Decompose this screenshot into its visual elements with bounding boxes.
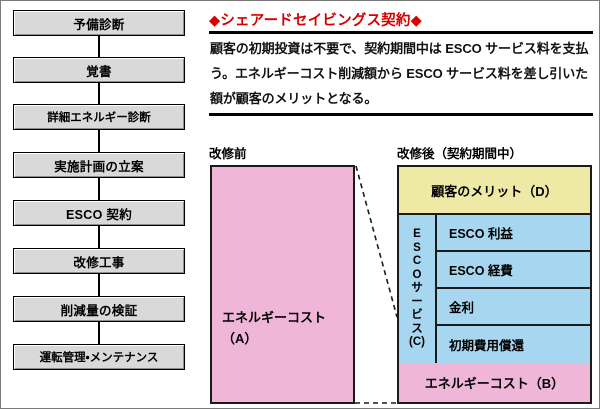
flow-step-label: 覚書 — [13, 57, 185, 83]
flow-connector-3 — [98, 178, 100, 200]
divider-bottom — [209, 113, 593, 116]
flow-step-1: 覚書 — [1, 57, 197, 85]
flow-step-7: 運転管理・メンテナンス — [1, 344, 197, 372]
flow-connector-2 — [98, 130, 100, 152]
flow-step-label: 予備診断 — [13, 10, 185, 36]
flow-step-4: ESCO 契約 — [1, 200, 197, 228]
panel-body-text: 顧客の初期投資は不要で、契約期間中は ESCO サービス料を支払う。エネルギーコ… — [210, 41, 589, 106]
flow-connector-6 — [98, 322, 100, 344]
cost-comparison-diagram: 改修前 改修後（契約期間中） エネルギーコスト （A） 顧客のメリット（D） E… — [201, 121, 599, 408]
segment-esco-service: E S C O サ ー ビ ス (C) ESCO 利益 ESCO 経費 金利 初… — [399, 215, 590, 365]
vchar-5: ー — [411, 295, 423, 308]
esco-service-vertical-label: E S C O サ ー ビ ス (C) — [399, 215, 437, 363]
vchar-7: ス — [411, 322, 423, 335]
flow-step-2: 詳細エネルギー診断 — [1, 104, 197, 132]
service-item-2: 金利 — [437, 289, 590, 326]
flow-step-label: 運転管理・メンテナンス — [13, 344, 185, 370]
flow-connector-1 — [98, 83, 100, 104]
flow-step-label: 改修工事 — [13, 248, 185, 274]
before-energy-cost-box: エネルギーコスト （A） — [210, 165, 355, 404]
before-energy-cost-line1: エネルギーコスト — [222, 310, 327, 325]
label-before-retrofit: 改修前 — [209, 147, 247, 161]
flow-connector-5 — [98, 274, 100, 296]
before-energy-cost-line2: （A） — [222, 331, 258, 346]
vchar-1: S — [413, 241, 421, 254]
explanation-panel: ◆シェアードセイビングス契約◆ 顧客の初期投資は不要で、契約期間中は ESCO … — [201, 1, 599, 408]
vchar-4: サ — [411, 282, 423, 295]
flow-step-label: 実施計画の立案 — [13, 152, 185, 178]
divider-top — [209, 31, 593, 34]
flow-connector-4 — [98, 226, 100, 248]
service-item-0: ESCO 利益 — [437, 215, 590, 252]
vchar-3: O — [412, 268, 422, 281]
segment-energy-cost-after: エネルギーコスト（B） — [399, 363, 590, 402]
flow-step-3: 実施計画の立案 — [1, 152, 197, 180]
process-flowchart: 予備診断 覚書 詳細エネルギー診断 実施計画の立案 ESCO 契約 改修工事 削… — [1, 1, 197, 408]
service-item-1: ESCO 経費 — [437, 252, 590, 289]
vchar-6: ビ — [411, 309, 423, 322]
flow-step-label: 削減量の検証 — [13, 296, 185, 322]
flow-step-0: 予備診断 — [1, 10, 197, 38]
before-energy-cost-label: エネルギーコスト （A） — [222, 307, 326, 349]
flow-step-label: 詳細エネルギー診断 — [13, 104, 185, 130]
panel-heading: ◆シェアードセイビングス契約◆ — [209, 13, 422, 29]
vchar-2: C — [412, 255, 422, 268]
segment-customer-merit: 顧客のメリット（D） — [399, 167, 590, 215]
flow-step-5: 改修工事 — [1, 248, 197, 276]
label-after-retrofit: 改修後（契約期間中） — [397, 147, 523, 161]
vchar-0: E — [413, 228, 421, 241]
after-stacked-box: 顧客のメリット（D） E S C O サ ー ビ ス (C) ESCO 利益 E — [397, 165, 592, 404]
service-item-3: 初期費用償還 — [449, 339, 525, 353]
flow-step-label: ESCO 契約 — [13, 200, 185, 226]
flow-connector-0 — [98, 36, 100, 57]
flow-step-6: 削減量の検証 — [1, 296, 197, 324]
vchar-8: (C) — [409, 336, 425, 349]
